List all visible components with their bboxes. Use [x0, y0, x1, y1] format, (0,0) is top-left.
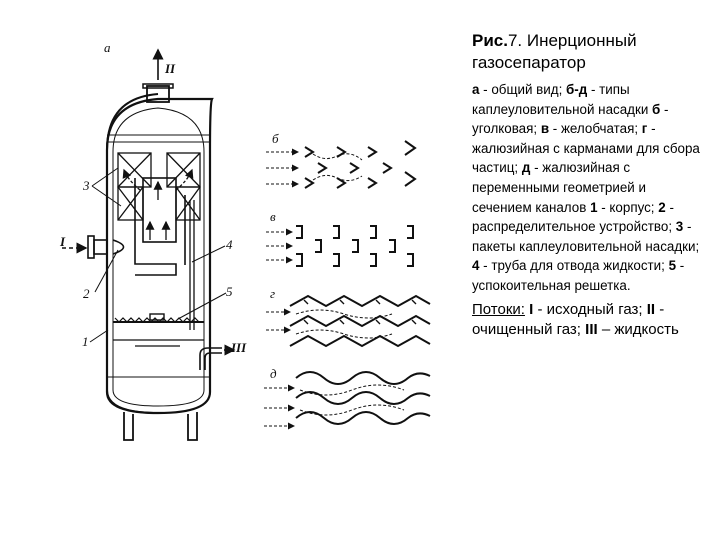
- label-pos-5: 5: [226, 284, 233, 299]
- caption-flows: Потоки: I - исходный газ; II - очищенный…: [472, 300, 679, 338]
- label-flow-iii: III: [230, 340, 247, 355]
- calming-grid: [113, 313, 204, 347]
- drain-pipe: [199, 344, 236, 370]
- label-pos-4: 4: [226, 237, 233, 252]
- label-view-g: г: [270, 286, 275, 301]
- caption-body: а - общий вид; б-д - типы каплеуловитель…: [472, 82, 700, 293]
- label-pos-1: 1: [82, 334, 89, 349]
- label-view-v: в: [270, 209, 276, 224]
- label-view-d: д: [270, 366, 277, 381]
- label-view-a: а: [104, 40, 111, 55]
- label-flow-i: I: [59, 234, 66, 249]
- figure-caption: Рис.7. Инерционный газосепаратор а - общ…: [472, 30, 704, 340]
- label-pos-3: 3: [82, 178, 90, 193]
- packing-angle: [266, 140, 417, 189]
- packing-channel: [266, 225, 414, 267]
- label-view-b: б: [272, 131, 279, 146]
- caption-title: Рис.7. Инерционный газосепаратор: [472, 31, 637, 72]
- vessel-general-view: [105, 83, 214, 441]
- packing-louver-pockets: [266, 294, 431, 348]
- label-pos-2: 2: [83, 286, 90, 301]
- leader-lines: [89, 167, 227, 343]
- inlet-nozzle: [62, 235, 125, 259]
- packing-louver-variable: [264, 371, 431, 430]
- mesh-packs: [117, 152, 201, 330]
- label-flow-ii: II: [164, 61, 176, 76]
